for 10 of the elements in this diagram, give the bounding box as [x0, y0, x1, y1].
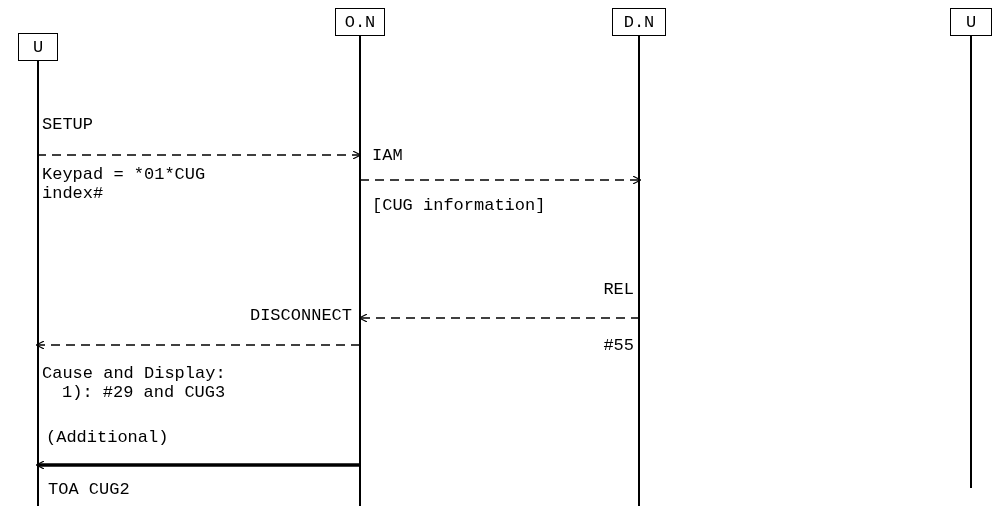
- participant-box: U: [18, 33, 58, 61]
- participant-box: U: [950, 8, 992, 36]
- message-arrow: [35, 460, 360, 470]
- message-arrow: [35, 340, 361, 350]
- participant-box: D.N: [612, 8, 666, 36]
- participant-lifeline: [950, 8, 992, 488]
- participant-box: O.N: [335, 8, 385, 36]
- message-arrow: [359, 175, 642, 185]
- message-arrow: [36, 150, 362, 160]
- message-arrow: [358, 313, 641, 323]
